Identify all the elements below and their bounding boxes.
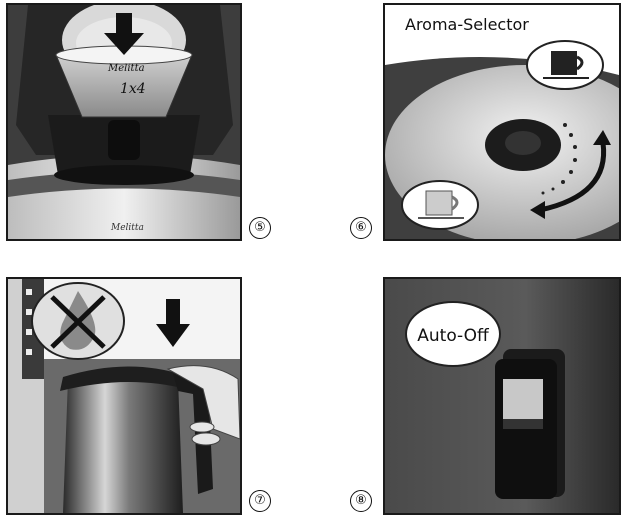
figure-5-filter-insert: Melitta 1x4 Melitta [6,3,242,241]
figure-number-7: ⑦ [249,490,271,512]
base-brand-label: Melitta [111,223,144,233]
figure-7-carafe-insert [6,277,242,515]
carafe-illustration [8,279,240,513]
figure-8-auto-off-switch: Auto-Off [383,277,621,515]
figure-number-8: ⑧ [350,490,372,512]
figure-number-5: ⑤ [249,217,271,239]
aroma-selector-illustration [385,5,619,239]
auto-off-label: Auto-Off [405,301,501,367]
figure-6-aroma-selector: Aroma-Selector [383,3,621,241]
filter-illustration [8,5,240,239]
aroma-selector-title: Aroma-Selector [405,15,529,34]
filter-brand-label: Melitta [108,63,145,74]
figure-number-6: ⑥ [350,217,372,239]
filter-size-label: 1x4 [120,81,146,97]
